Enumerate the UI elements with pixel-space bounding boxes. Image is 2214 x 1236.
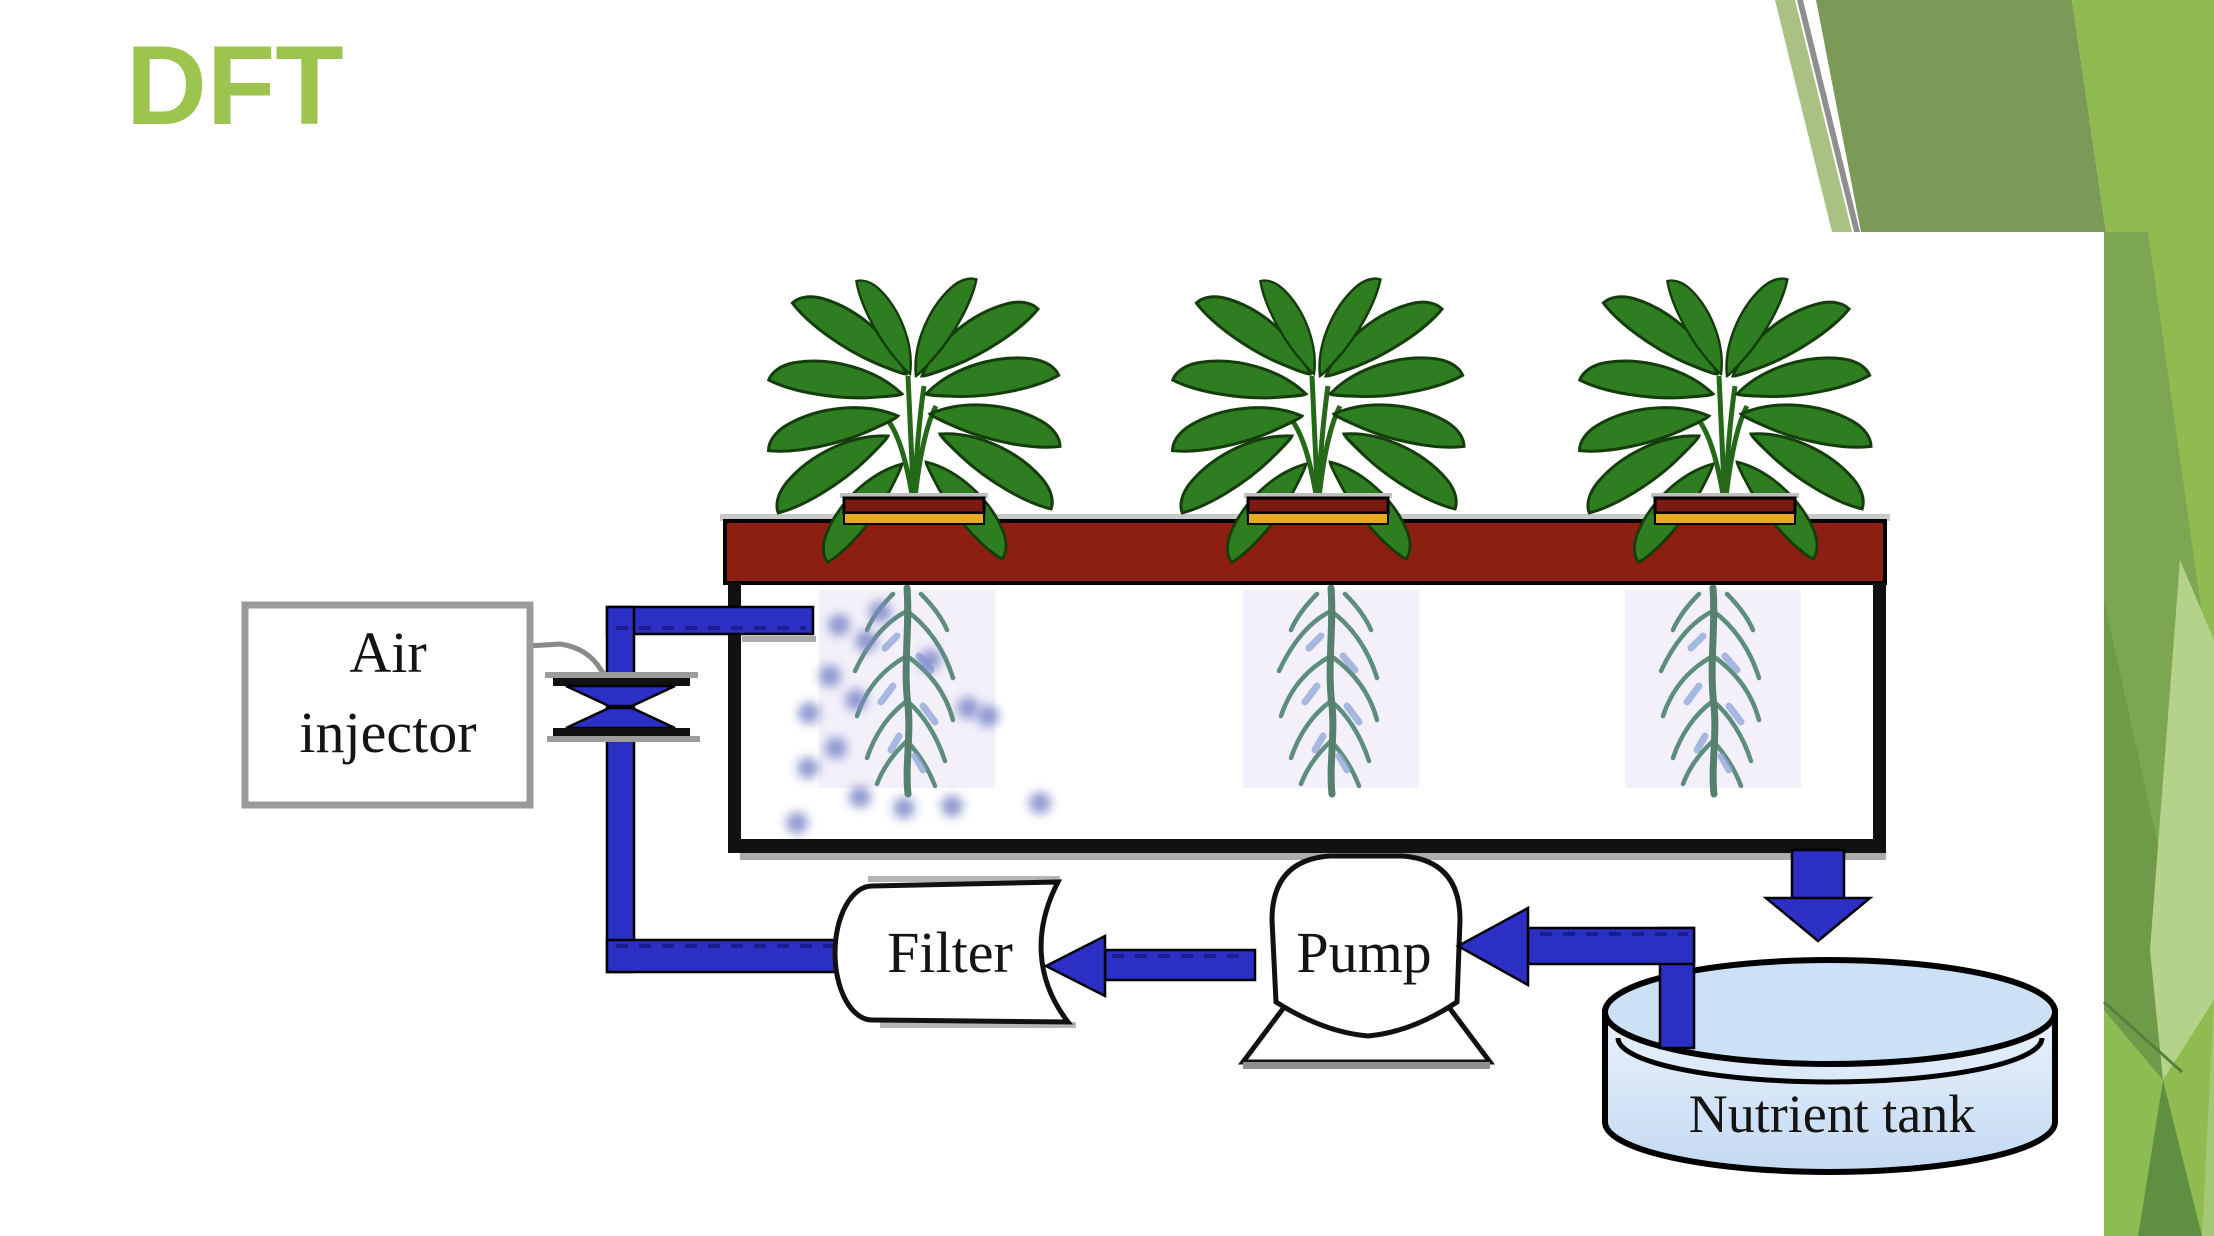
pump-to-filter-arrow — [1043, 933, 1257, 999]
filter-body — [832, 879, 1074, 1025]
filter-top-shadow — [868, 876, 1060, 882]
pump-body — [1269, 853, 1463, 1039]
root-cluster-3 — [1625, 588, 1801, 794]
pump: Pump — [1238, 853, 1495, 1069]
riser-pipe — [605, 605, 636, 974]
flow-arrows — [1043, 848, 1874, 1050]
facet-band — [1775, 0, 2214, 1236]
root-cluster-2 — [1243, 588, 1419, 794]
filter: Filter — [832, 876, 1076, 1028]
air-injector-box — [241, 601, 534, 809]
channel-right-wall — [1873, 583, 1886, 851]
cover-board — [723, 519, 1887, 585]
tank-to-pump-arrow — [1455, 905, 1696, 1050]
air-injector-label-line1: Air — [349, 620, 426, 685]
facet-bottom-left — [2104, 1010, 2163, 1236]
air-piping — [605, 605, 843, 974]
facet-bottom-right — [2202, 1000, 2214, 1236]
channel-bottom — [728, 839, 1886, 853]
air-injector: Air injector — [241, 601, 534, 809]
facet-gray-line — [1797, 0, 1860, 232]
tank-inner-rim — [1615, 1037, 2045, 1085]
facet-bottom-dark-v — [2138, 1080, 2202, 1236]
facet-seam-line — [2102, 1000, 2184, 1074]
tank-top-surface — [1602, 957, 2058, 1067]
outlet-down-arrow — [1762, 848, 1874, 943]
pump-label: Pump — [1296, 920, 1431, 985]
facet-dark-wedge — [1816, 0, 2106, 232]
facet-light-band — [2150, 560, 2214, 1080]
facet-light-sliver — [1775, 0, 1852, 232]
pump-base-shadow — [1243, 1062, 1490, 1069]
air-injector-label-line2: injector — [299, 700, 476, 765]
filter-bottom-shadow — [880, 1022, 1076, 1028]
valve-connector-line — [527, 641, 612, 684]
channel-left-wall — [728, 583, 741, 851]
pipe-shadow — [742, 636, 816, 642]
air-valve — [527, 641, 700, 742]
filter-label: Filter — [887, 920, 1013, 985]
nutrient-tank: Nutrient tank — [1602, 957, 2058, 1175]
page-title: DFT — [126, 23, 344, 148]
facet-bright-top — [2072, 0, 2214, 232]
nutrient-tank-label: Nutrient tank — [1689, 1084, 1975, 1144]
